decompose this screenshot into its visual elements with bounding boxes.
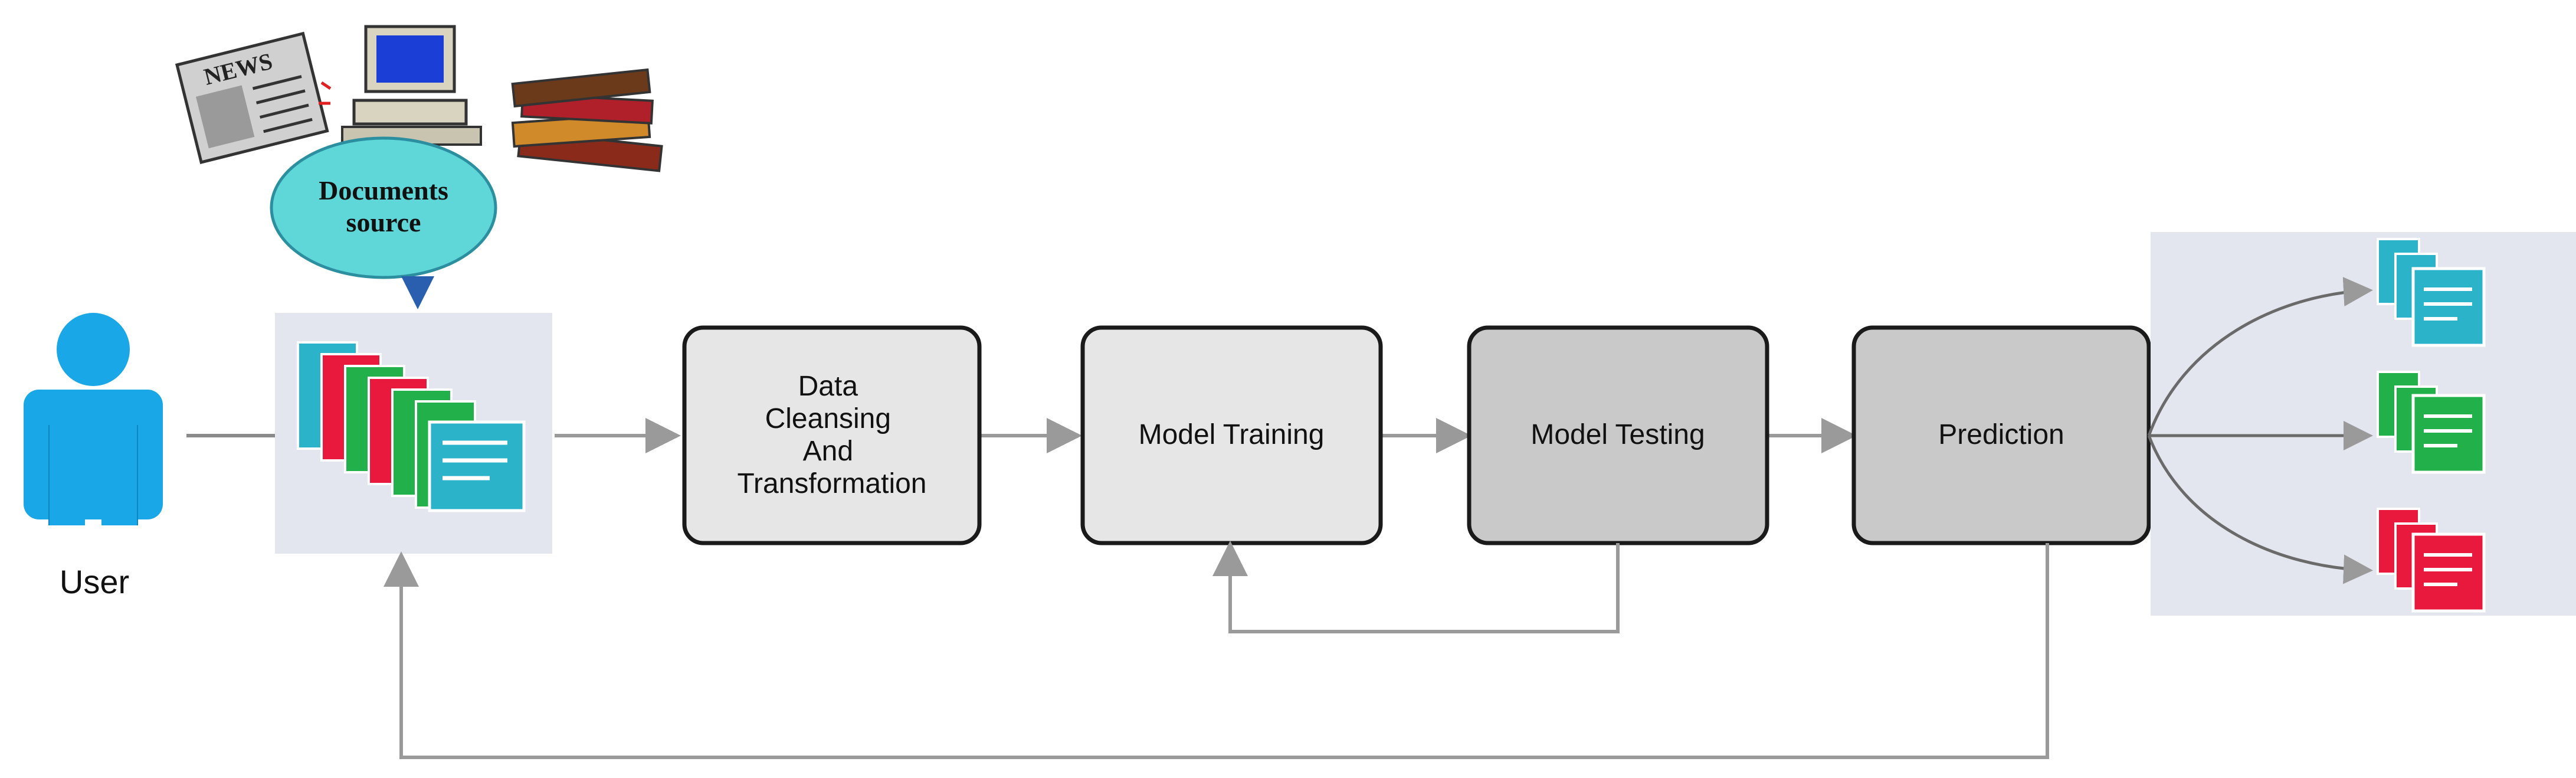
newspaper-icon: NEWS (175, 31, 329, 164)
step-box-cleansing (682, 325, 982, 545)
documents-source-label-line1: Documents (319, 175, 448, 205)
step-label-cleansing: Data Cleansing And Transformation (738, 371, 927, 499)
step-label-testing: Model Testing (1530, 419, 1705, 450)
input-documents-icon (297, 341, 526, 512)
feedback-prediction-to-documents (384, 543, 2049, 759)
teal-documents-icon (2377, 238, 2486, 347)
computer-icon (319, 25, 482, 146)
step-label-training: Model Training (1139, 419, 1325, 450)
documents-source-ellipse (270, 136, 497, 279)
output-branch-bottom (2147, 435, 2373, 584)
output-branch-top (2147, 277, 2373, 436)
books-icon (511, 68, 663, 172)
green-documents-icon (2377, 371, 2486, 474)
step-label-prediction: Prediction (1938, 419, 2064, 450)
documents-source-label-line2: source (346, 207, 421, 237)
feedback-testing-to-training (1212, 541, 1620, 633)
user-label: User (60, 563, 129, 600)
red-documents-icon (2377, 508, 2486, 613)
user-icon (24, 313, 163, 525)
